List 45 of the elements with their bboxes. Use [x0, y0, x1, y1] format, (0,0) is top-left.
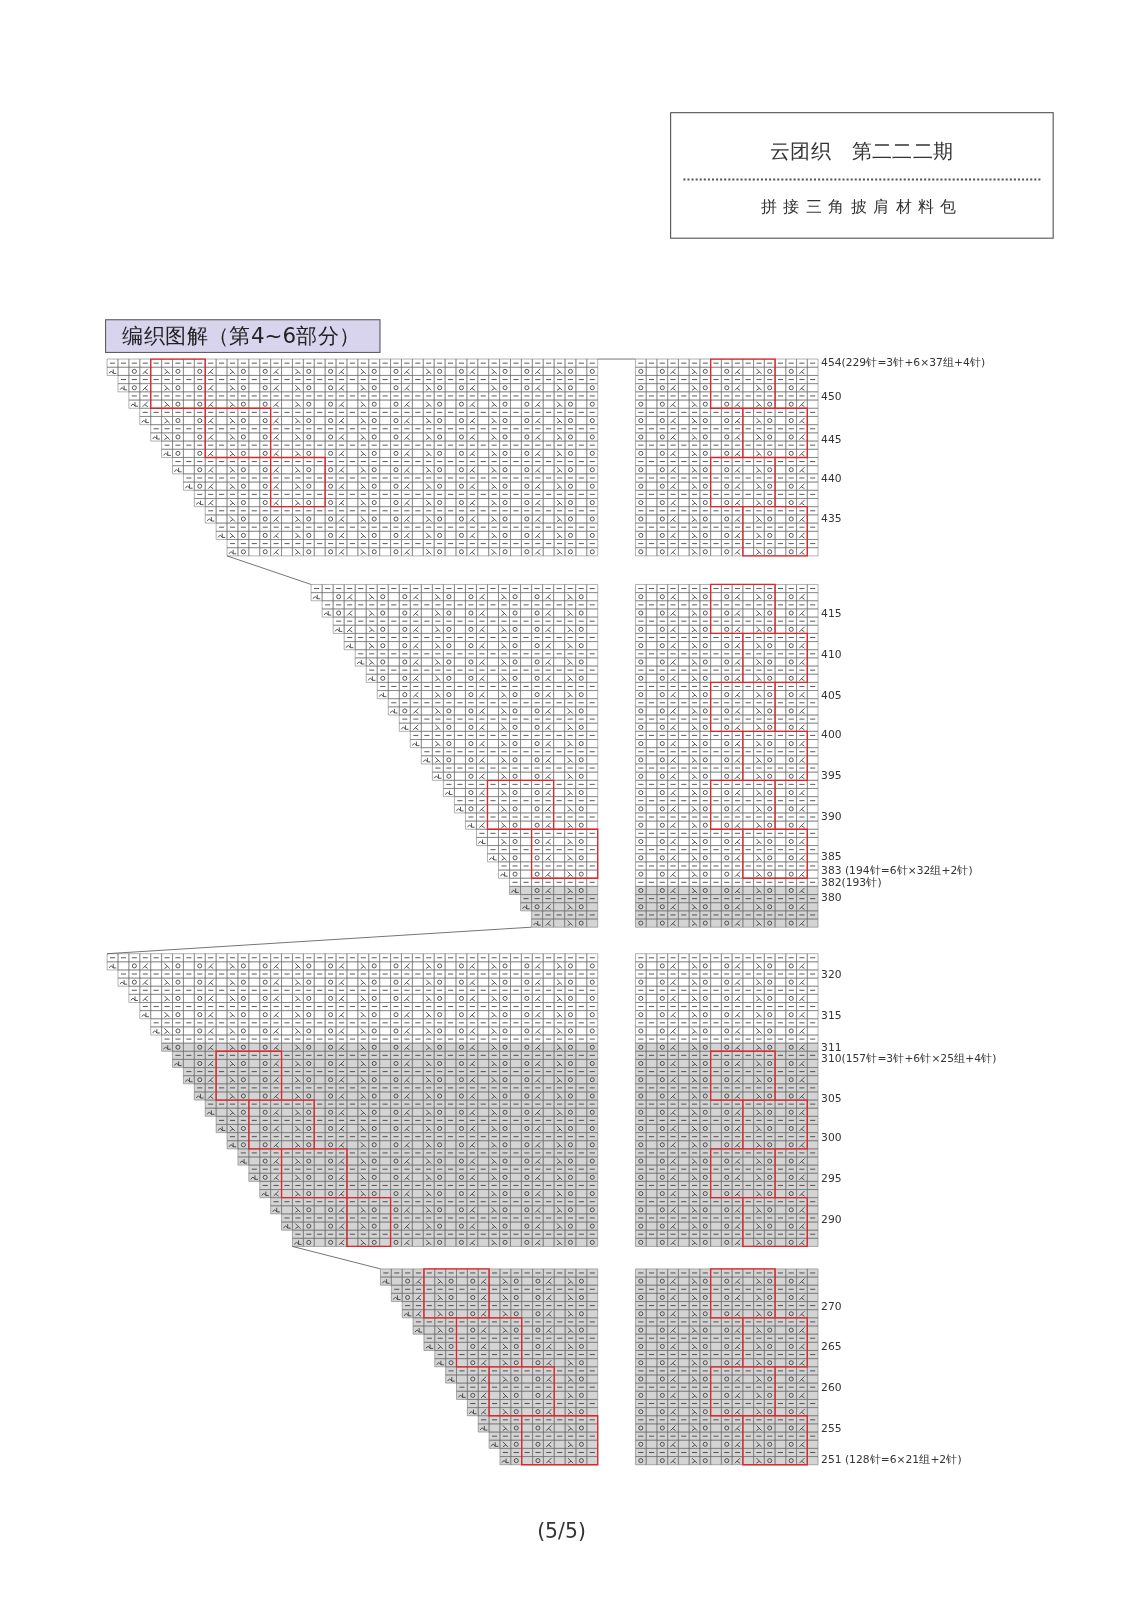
kit-name: 拼接三角披肩材料包	[759, 196, 964, 219]
page-number: (5/5)	[536, 1519, 587, 1543]
row-number: 251 (128针=6×21组+2针)	[821, 1453, 962, 1464]
knitting-chart-drawing	[635, 358, 819, 557]
title-card	[670, 112, 1054, 239]
row-number: 383 (194针=6针×32组+2针)	[821, 864, 973, 876]
row-number: 265	[821, 1341, 842, 1352]
row-number: 305	[821, 1092, 842, 1103]
knitting-chart-drawing	[635, 1268, 819, 1466]
connector-line	[292, 1246, 381, 1270]
row-number: 410	[821, 648, 842, 659]
row-number: 310(157针=3针+6针×25组+4针)	[821, 1052, 997, 1063]
row-number: 295	[821, 1173, 842, 1184]
row-number: 450	[821, 390, 842, 401]
row-number: 395	[821, 770, 842, 781]
row-number: 315	[821, 1009, 842, 1020]
knitting-chart-drawing	[635, 583, 819, 928]
row-number: 400	[821, 729, 842, 740]
knitting-chart-drawing	[380, 1268, 599, 1466]
row-number: 440	[821, 473, 842, 484]
row-number: 382(193针)	[821, 877, 882, 888]
row-number: 311	[821, 1041, 842, 1052]
row-number: 405	[821, 689, 842, 700]
connector-line	[106, 926, 532, 955]
row-number: 300	[821, 1132, 842, 1143]
knitting-chart-drawing	[106, 358, 598, 557]
row-number: 255	[821, 1422, 842, 1434]
row-number: 385	[821, 850, 842, 861]
row-number: 320	[821, 969, 842, 980]
row-number: 445	[821, 433, 842, 444]
row-number: 270	[821, 1300, 842, 1311]
row-number: 260	[821, 1382, 842, 1393]
row-number: 435	[821, 513, 842, 524]
row-number: 390	[821, 810, 842, 822]
knitting-chart-drawing	[635, 953, 819, 1248]
knitting-chart-drawing	[106, 953, 598, 1248]
section-heading: 编织图解（第4~6部分）	[105, 319, 381, 353]
row-number: 290	[821, 1213, 842, 1224]
row-number: 380	[821, 891, 842, 902]
row-number: 415	[821, 607, 842, 619]
connector-line	[226, 555, 312, 585]
row-number: 454(229针=3针+6×37组+4针)	[821, 357, 986, 368]
series-heading: 云团织 第二二二期	[769, 137, 955, 166]
knitting-chart-drawing	[310, 584, 599, 928]
connector-line	[597, 358, 636, 360]
